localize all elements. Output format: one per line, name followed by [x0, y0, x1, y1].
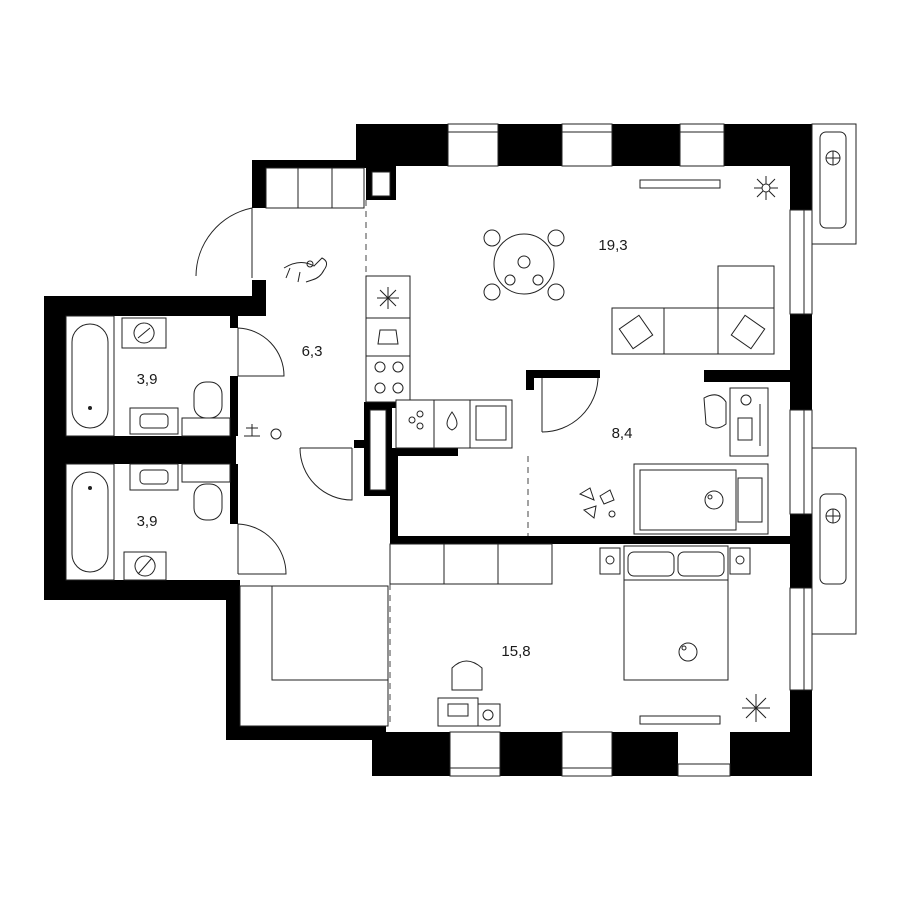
windows	[265, 123, 813, 777]
snowflake-icon	[377, 287, 399, 309]
area-label-bedroom: 15,8	[501, 643, 530, 660]
living-room	[483, 176, 778, 355]
area-label-bathroom-2: 3,9	[137, 513, 158, 530]
toys-icon	[578, 487, 616, 519]
toys-icon	[244, 424, 282, 440]
outer-walls	[44, 124, 812, 776]
area-label-hall: 6,3	[302, 343, 323, 360]
plant-icon	[754, 176, 778, 200]
plant-icon	[742, 694, 770, 722]
dining-table	[483, 229, 565, 301]
bathroom-2	[65, 463, 231, 581]
bathroom-1	[65, 315, 231, 437]
doors	[195, 207, 599, 575]
interior-walls	[354, 370, 804, 544]
ac-unit-top	[811, 123, 857, 245]
cat-icon	[678, 642, 698, 662]
ac-unit-bottom	[811, 447, 857, 635]
area-label-living: 19,3	[598, 237, 627, 254]
fan-icon	[825, 508, 841, 524]
bedroom	[389, 543, 770, 727]
cat-icon	[704, 490, 724, 510]
area-label-study: 8,4	[612, 425, 633, 442]
dog-icon	[283, 257, 328, 283]
study	[578, 387, 769, 535]
kitchen	[365, 275, 513, 449]
area-label-bathroom-1: 3,9	[137, 371, 158, 388]
fan-icon	[825, 150, 841, 166]
hob-icon	[374, 361, 404, 394]
